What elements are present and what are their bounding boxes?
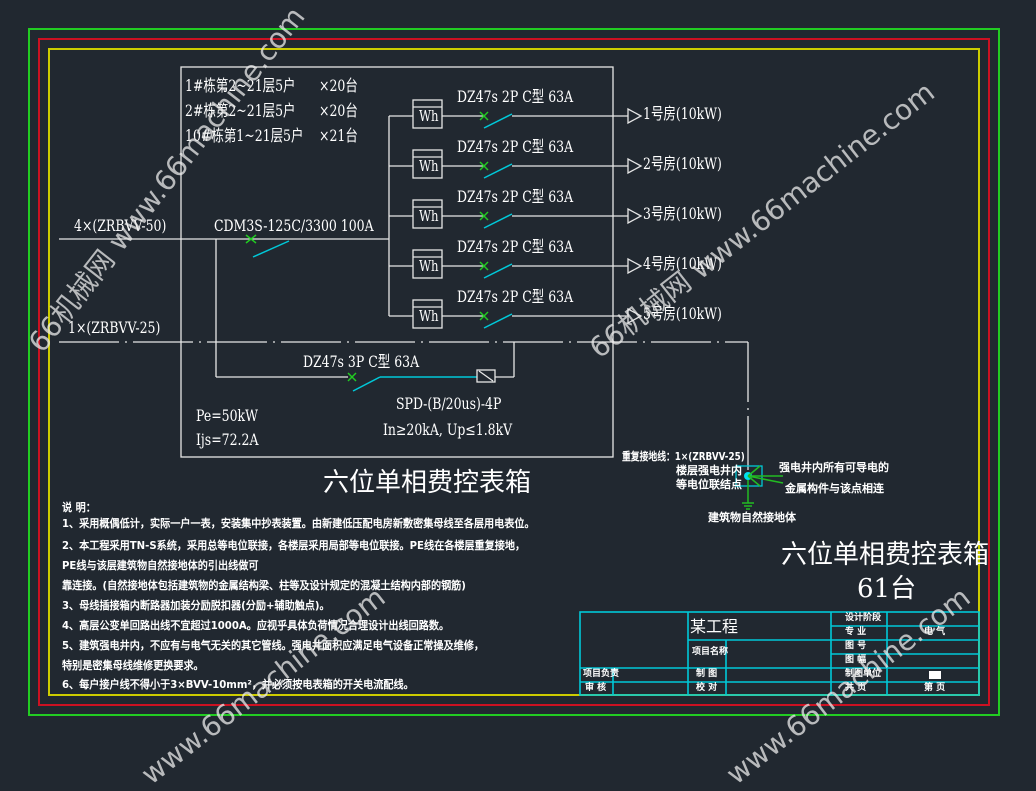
box-caption: 六位单相费控表箱 — [323, 468, 532, 498]
household-2-qty: ×20台 — [319, 101, 358, 120]
household-3: 10#栋第1~21层5户 — [185, 126, 304, 145]
meter-label: Wh — [419, 207, 439, 225]
household-3-qty: ×21台 — [319, 126, 358, 145]
tb-discipline-value: 电 气 — [924, 627, 946, 637]
tb-unit-label: 制图单位 — [845, 669, 882, 679]
note-line: 5、建筑强电井内，不应有与电气无关的其它管线。强电井面积应满足电气设备正常操及维… — [62, 639, 484, 652]
bond-point-label-1: 楼层强电井内 — [676, 464, 742, 477]
branch-breaker-label: DZ47s 2P C型 63A — [457, 137, 574, 156]
load-arrow-icon — [627, 157, 643, 175]
branch-breaker-cross — [479, 261, 489, 271]
branch-breaker-label: DZ47s 2P C型 63A — [457, 237, 574, 256]
main-breaker-blade — [252, 240, 290, 258]
branch-breaker-blade — [483, 163, 513, 179]
branch-load-label: 1号房(10kW) — [643, 104, 722, 123]
tb-sheet-size-label: 图 幅 — [845, 655, 867, 665]
branch-breaker-cross — [479, 111, 489, 121]
branch-breaker-blade — [483, 263, 513, 279]
household-1: 1#栋第2~21层5户 — [185, 76, 296, 95]
spd-symbol — [476, 369, 496, 383]
pe-power: Pe=50kW — [196, 406, 258, 425]
load-arrow-icon — [627, 207, 643, 225]
summary-title: 六位单相费控表箱 — [781, 540, 990, 570]
note-line: 1、采用概偶低计，实际一户一表，安装集中抄表装置。由新建低压配电房新敷密集母线至… — [62, 517, 535, 530]
load-arrow-icon — [627, 107, 643, 125]
note-line: 4、高层公变单回路出线不宜超过1000A。应视乎具体负荷情况合理设计出线回路数。 — [62, 619, 450, 632]
tb-design-stage-label: 设计阶段 — [845, 613, 882, 623]
pe-cable-label: 1×(ZRBVV-25) — [68, 318, 161, 337]
branch-breaker-blade — [483, 313, 513, 329]
border-middle — [38, 38, 990, 706]
household-1-qty: ×20台 — [319, 76, 358, 95]
schematic-canvas — [28, 28, 1000, 716]
branch-load-label: 5号房(10kW) — [643, 304, 722, 323]
branch-breaker-label: DZ47s 2P C型 63A — [457, 87, 574, 106]
border-inner — [48, 48, 980, 696]
tb-total-pages-label: 共 页 — [845, 683, 867, 693]
spd-breaker-blade — [352, 376, 381, 392]
metal-parts-label-2: 金属构件与该点相连 — [785, 482, 884, 495]
meter-box — [412, 249, 443, 279]
branch-breaker-blade — [483, 213, 513, 229]
meter-box — [412, 149, 443, 179]
load-arrow-icon — [627, 307, 643, 325]
summary-quantity: 61台 — [857, 574, 917, 604]
meter-box — [412, 299, 443, 329]
bond-conductor — [747, 475, 761, 487]
spd-symbol-diagonal — [478, 370, 494, 382]
bond-point-label-2: 等电位联结点 — [676, 478, 742, 491]
branch-breaker-cross — [479, 161, 489, 171]
spd-model-label: SPD-(B/20us)-4P — [396, 394, 502, 413]
tb-drawn-label: 制 图 — [696, 669, 718, 679]
tb-page-label: 第 页 — [924, 683, 946, 693]
tb-review-label: 审 核 — [585, 683, 607, 693]
bond-conductor — [747, 475, 784, 484]
note-line: PE线与该层建筑物自然接地体的引出线做可 — [62, 559, 259, 572]
branch-load-label: 4号房(10kW) — [643, 254, 722, 273]
border-outer — [28, 28, 1000, 716]
bond-conductor — [747, 465, 761, 477]
household-2: 2#栋第2~21层5户 — [185, 101, 296, 120]
meter-label: Wh — [419, 307, 439, 325]
load-arrow-icon — [627, 257, 643, 275]
spd-breaker-cross — [347, 372, 357, 382]
meter-box — [412, 99, 443, 129]
tb-discipline-label: 专 业 — [845, 627, 867, 637]
note-line: 3、母线插接箱内断路器加装分励脱扣器(分励+辅助触点)。 — [62, 599, 330, 612]
meter-label: Wh — [419, 257, 439, 275]
earth-electrode-label: 建筑物自然接地体 — [708, 511, 796, 524]
branch-breaker-cross — [479, 211, 489, 221]
tb-project-name-label: 项目名称 — [692, 647, 729, 657]
tb-project: 某工程 — [690, 617, 739, 636]
tb-check-label: 校 对 — [696, 683, 718, 693]
spd-rating-label: In≥20kA, Up≤1.8kV — [383, 420, 513, 439]
main-breaker-label: CDM3S-125C/3300 100A — [214, 216, 374, 235]
branch-load-label: 2号房(10kW) — [643, 154, 722, 173]
metal-parts-label-1: 强电井内所有可导电的 — [779, 461, 889, 474]
meter-label: Wh — [419, 157, 439, 175]
branch-load-label: 3号房(10kW) — [643, 204, 722, 223]
branch-breaker-blade — [483, 113, 513, 129]
branch-breaker-cross — [479, 311, 489, 321]
spd-breaker-label: DZ47s 3P C型 63A — [303, 352, 420, 371]
branch-breaker-label: DZ47s 2P C型 63A — [457, 187, 574, 206]
ijs-current: Ijs=72.2A — [196, 430, 259, 449]
notes-heading: 说 明： — [62, 501, 96, 514]
note-line: 靠连接。(自然接地体包括建筑物的金属结构梁、柱等及设计规定的混凝土结构内部的钢筋… — [62, 579, 466, 592]
note-line: 6、每户接户线不得小于3×BVV-10mm²，并必须按电表箱的开关电流配线。 — [62, 678, 414, 691]
incoming-cable-label: 4×(ZRBVV-50) — [74, 216, 167, 235]
enclosure-box — [180, 66, 614, 458]
tb-project-lead-label: 项目负责 — [583, 669, 620, 679]
meter-label: Wh — [419, 107, 439, 125]
main-breaker-cross — [245, 234, 257, 244]
note-line: 特别是密集母线维修更换要求。 — [62, 659, 204, 672]
repeat-ground-label: 重复接地线：1×(ZRBVV-25) — [622, 450, 745, 463]
note-line: 2、本工程采用TN-S系统，采用总等电位联接，各楼层采用局部等电位联接。PE线在… — [62, 539, 526, 552]
tb-drawing-no-label: 图 号 — [845, 641, 867, 651]
branch-breaker-label: DZ47s 2P C型 63A — [457, 287, 574, 306]
tb-unit-value-block — [929, 671, 941, 679]
meter-box — [412, 199, 443, 229]
